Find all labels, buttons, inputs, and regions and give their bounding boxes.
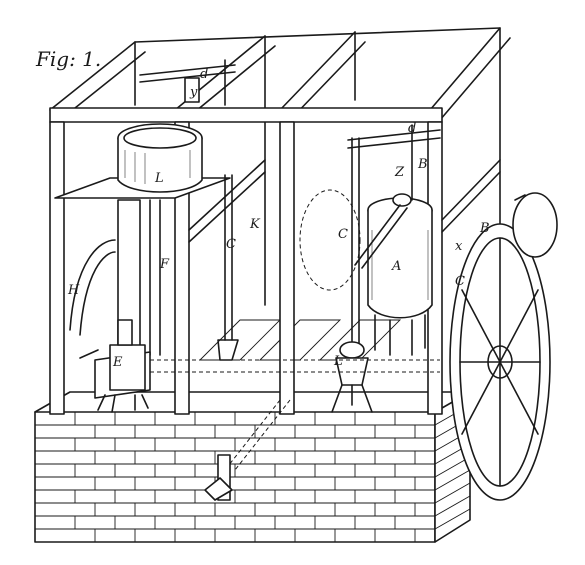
label-C-right: C	[455, 274, 465, 289]
rear-tank	[299, 189, 361, 291]
label-F: F	[159, 257, 170, 272]
label-K: K	[249, 217, 261, 232]
label-Z: Z	[394, 165, 405, 180]
flywheel	[449, 192, 558, 501]
tub-L	[117, 123, 203, 193]
label-y-left: y	[189, 85, 198, 100]
top-right-crank	[347, 124, 441, 351]
water-lines	[150, 359, 440, 471]
brick-base	[34, 391, 471, 543]
top-left-crank	[139, 59, 236, 106]
left-pump	[79, 199, 161, 413]
label-d-left: d	[200, 67, 208, 82]
label-d-right: d	[408, 121, 416, 136]
label-A: A	[391, 259, 401, 274]
label-E: E	[112, 355, 123, 370]
label-L-tub: L	[154, 171, 164, 186]
label-B-wheel: B	[479, 221, 490, 236]
label-x: x	[455, 239, 463, 254]
right-pump	[331, 341, 373, 413]
label-L-right: L	[333, 354, 343, 369]
outlet-spout	[204, 454, 233, 501]
left-wheel-arc	[69, 239, 116, 336]
tank-A	[367, 193, 433, 356]
mid-rod	[217, 174, 239, 361]
label-H: H	[67, 283, 80, 298]
figure-labels: Fig: 1. d y L K C F H E C d Z B A B L x …	[35, 47, 490, 370]
label-C-mid: C	[338, 227, 348, 242]
label-B-right: B	[417, 157, 428, 172]
label-C-left: C	[226, 237, 236, 252]
frame	[49, 27, 511, 415]
figure-title: Fig: 1.	[35, 47, 101, 71]
